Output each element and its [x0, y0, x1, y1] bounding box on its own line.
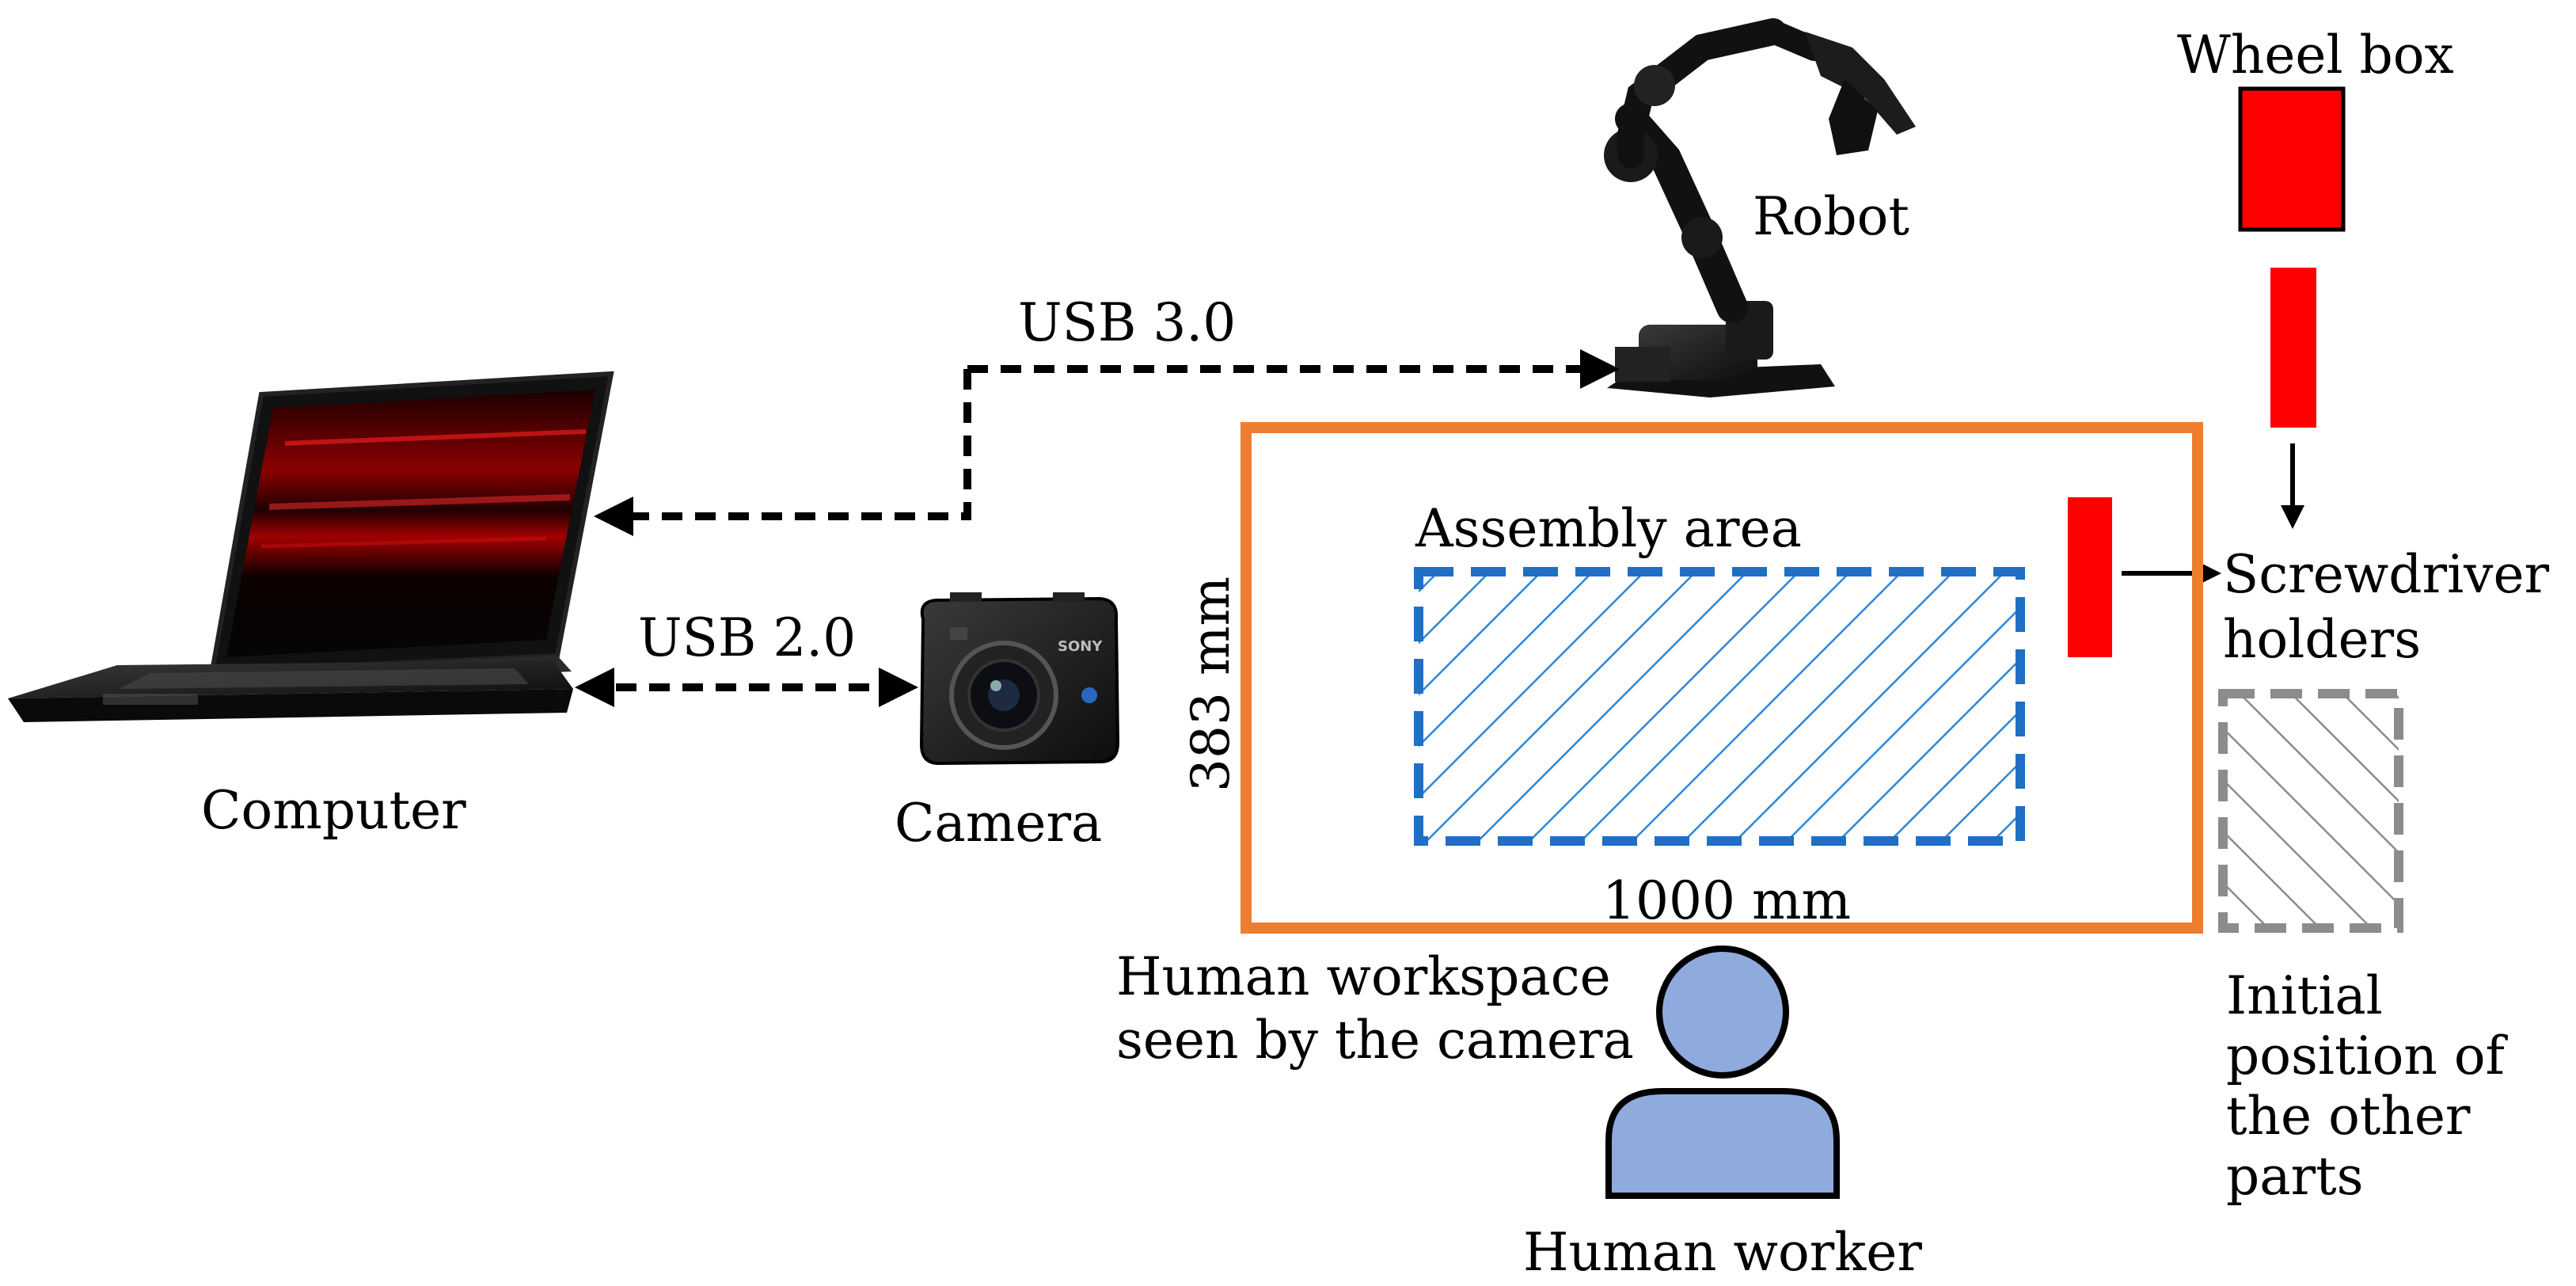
camera-icon: SONY: [919, 592, 1120, 766]
initial-parts-area: [2218, 689, 2403, 933]
camera-label: Camera: [895, 793, 1102, 854]
computer-label: Computer: [201, 780, 466, 841]
usb2-label: USB 2.0: [638, 607, 856, 668]
human-workspace-frame: [1241, 422, 2203, 934]
screwdriver-holder-right: [2068, 497, 2112, 657]
person-icon: [1605, 945, 1840, 1199]
robot-label: Robot: [1753, 186, 1909, 247]
initial-caption-2: position of: [2226, 1025, 2509, 1086]
dimension-height: 383 mm: [1180, 576, 1241, 792]
screwdriver-holder-top: [2270, 268, 2316, 428]
robot-arm-icon: [1604, 18, 1916, 398]
camera-brand: SONY: [1058, 638, 1103, 655]
dimension-width: 1000 mm: [1602, 870, 1851, 931]
human-worker-label: Human worker: [1523, 1222, 1922, 1283]
workspace-caption-2: seen by the camera: [1116, 1010, 1634, 1071]
initial-caption-4: parts: [2226, 1146, 2364, 1207]
laptop-icon: [8, 371, 614, 722]
assembly-area: [1414, 567, 2025, 846]
screwdriver-label-2: holders: [2223, 609, 2421, 670]
screwdriver-label-1: Screwdriver: [2223, 544, 2550, 605]
assembly-area-label: Assembly area: [1415, 498, 1802, 559]
workspace-caption-1: Human workspace: [1116, 946, 1611, 1007]
initial-caption-1: Initial: [2226, 965, 2383, 1026]
usb3-label: USB 3.0: [1018, 292, 1236, 353]
wheel-box: [2238, 86, 2346, 232]
wheel-box-label: Wheel box: [2177, 25, 2454, 86]
initial-caption-3: the other: [2226, 1086, 2471, 1147]
usb3-cable: [594, 369, 971, 536]
